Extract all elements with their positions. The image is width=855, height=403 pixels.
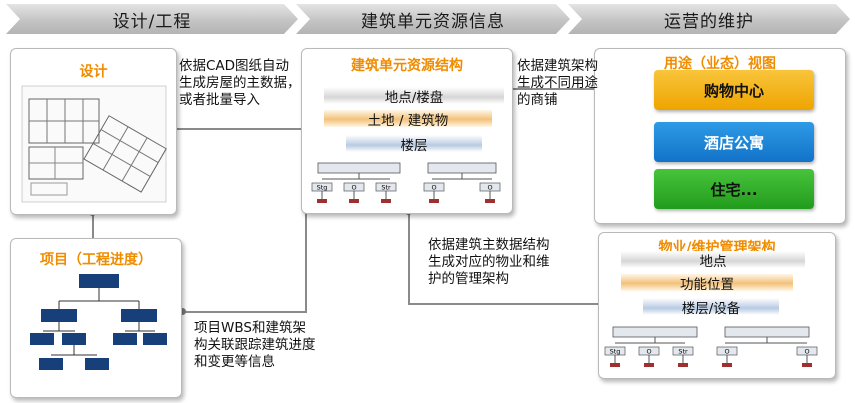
structure-tree-label-3: Str	[381, 184, 391, 192]
cad-floorplan-image	[21, 85, 167, 203]
structure-panel-title: 建筑单元资源结构	[351, 58, 463, 74]
structure-tree-label-1: Stg	[317, 184, 328, 192]
structure-tree-label-5: O	[487, 184, 492, 192]
note-cad-import: 依据CAD图纸自动生成房屋的主数据，或者批量导入	[179, 58, 301, 108]
wbs-org-chart-icon	[30, 274, 167, 370]
project-panel-title: 项目（工程进度）	[40, 252, 152, 268]
maintenance-layer-site: 地点	[621, 251, 805, 270]
header-step-resource: 建筑单元资源信息	[296, 4, 570, 34]
structure-layer-site: 地点/楼盘	[324, 87, 504, 106]
maintenance-tree-label-5: O	[804, 348, 809, 356]
note-maintenance-structure: 依据建筑主数据结构生成对应的物业和维护的管理架构	[428, 237, 550, 287]
project-panel: 项目（工程进度）	[10, 238, 182, 398]
maintenance-tree-label-2: O	[646, 348, 651, 356]
use-view-panel-title: 用途（业态）视图	[664, 56, 776, 72]
maintenance-tree-label-3: Str	[678, 348, 688, 356]
note-wbs-tracking: 项目WBS和建筑架构关联跟踪建筑进度和变更等信息	[194, 320, 316, 370]
header-step-operation: 运营的维护	[568, 4, 850, 34]
structure-tree-diagram: Stg O Str O O	[311, 162, 501, 203]
structure-tree-label-2: O	[351, 184, 356, 192]
design-panel: 设计	[10, 48, 177, 215]
maintenance-tree-diagram: Stg O Str O O	[604, 326, 818, 367]
structure-layer-floor: 楼层	[346, 135, 482, 154]
maintenance-panel: 物业/维护管理架构 地点 功能位置 楼层/设备 Stg O Str O O	[598, 232, 836, 379]
maintenance-tree-label-4: O	[724, 348, 729, 356]
header-step-operation-label: 运营的维护	[664, 11, 754, 32]
header-step-resource-label: 建筑单元资源信息	[361, 11, 505, 32]
maintenance-tree-label-1: Stg	[610, 348, 621, 356]
structure-panel: 建筑单元资源结构 地点/楼盘 土地 / 建筑物 楼层 Stg O Str O O	[301, 48, 513, 214]
use-shopping-mall: 购物中心	[654, 70, 814, 110]
note-use-generation: 依据建筑架构生成不同用途的商铺	[517, 58, 598, 108]
structure-tree-label-4: O	[431, 184, 436, 192]
header-step-design-label: 设计/工程	[112, 11, 192, 32]
maintenance-layer-floor-equipment: 楼层/设备	[643, 298, 779, 317]
structure-layer-building: 土地 / 建筑物	[324, 110, 492, 129]
design-panel-title: 设计	[79, 64, 108, 80]
use-residence: 住宅...	[654, 169, 814, 209]
use-hotel-apartment: 酒店公寓	[654, 122, 814, 162]
maintenance-layer-function: 功能位置	[621, 274, 793, 293]
header-step-design: 设计/工程	[6, 4, 298, 34]
